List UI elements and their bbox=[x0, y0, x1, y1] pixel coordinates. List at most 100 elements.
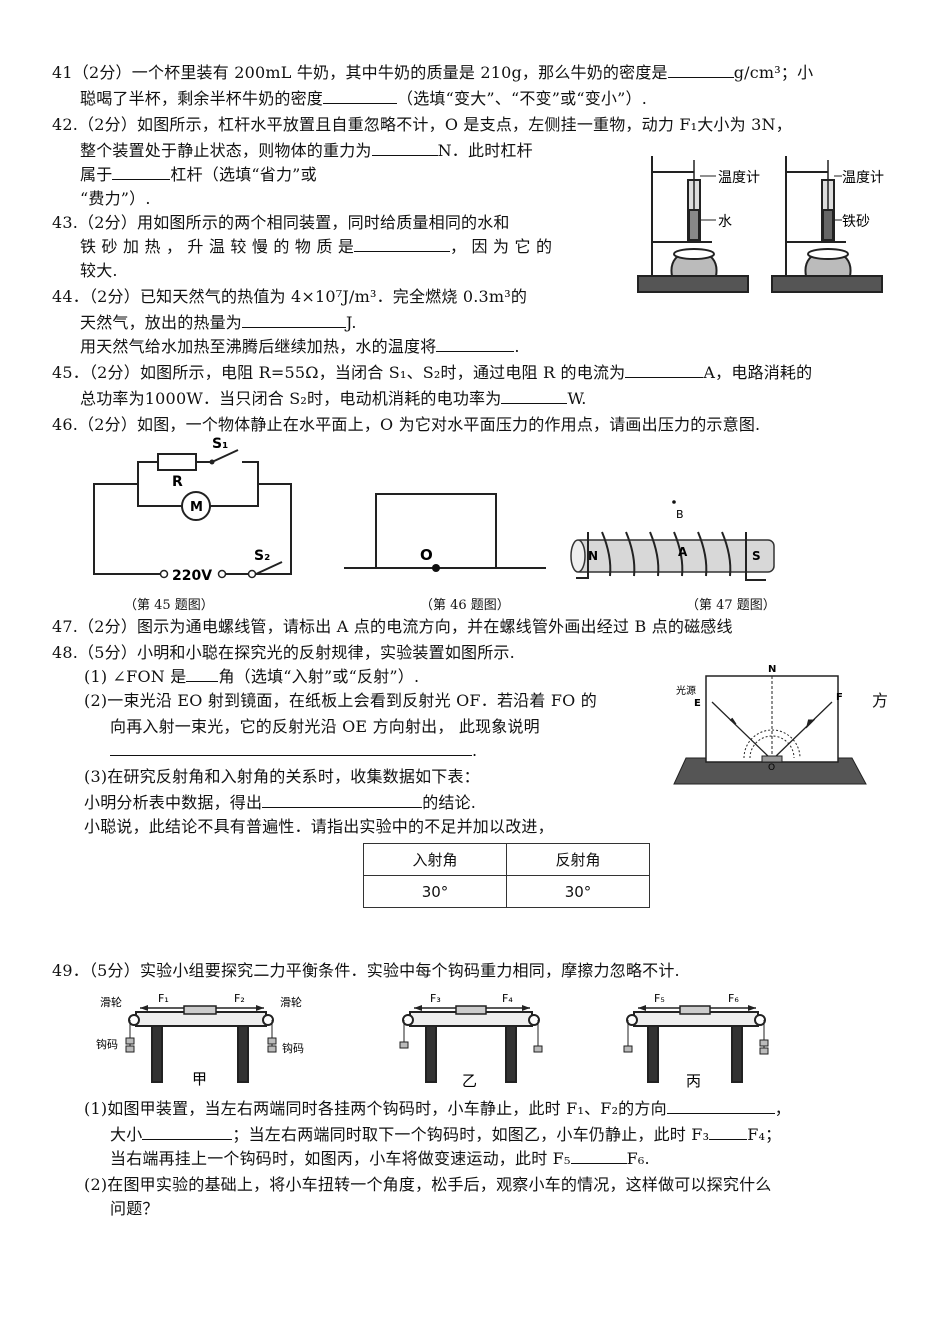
q42-blank-lever[interactable] bbox=[112, 164, 171, 180]
q48-blank-conclusion[interactable] bbox=[262, 792, 423, 808]
q43-text2: 铁 砂 加 热 ， 升 温 较 慢 的 物 质 是 bbox=[80, 237, 355, 256]
q47-line1: 47.（2分）图示为通电螺线管，请标出 A 点的电流方向，并在螺线管外画出经过 … bbox=[52, 616, 733, 638]
figure-yi-label: 乙 bbox=[462, 1072, 477, 1090]
q45-line1: 45．（2分）如图所示，电阻 R=55Ω，当闭合 S₁、S₂时，通过电阻 R 的… bbox=[52, 362, 812, 384]
q41-blank-change[interactable] bbox=[323, 88, 398, 104]
q48-text2: (1) ∠FON 是 bbox=[84, 667, 187, 686]
caption-46: （第 46 题图） bbox=[420, 598, 510, 613]
point-o-label-48: O bbox=[768, 763, 775, 773]
q48-line8: 小聪说，此结论不具有普遍性．请指出实验中的不足并加以改进， bbox=[84, 816, 554, 838]
force-f5-label: F₅ bbox=[654, 992, 665, 1005]
q43-text: 43.（2分）用如图所示的两个相同装置，同时给质量相同的水和 bbox=[52, 213, 510, 232]
q48-line3-tail: 方 bbox=[872, 690, 888, 712]
q48-text8: (3)在研究反射角和入射角的关系时，收集数据如下表： bbox=[84, 767, 480, 786]
q42-line1: 42.（2分）如图所示，杠杆水平放置且自重忽略不计，O 是支点，左侧挂一重物，动… bbox=[52, 114, 792, 136]
q49-text4: 大小 bbox=[110, 1125, 143, 1144]
q44-text2: 天然气，放出的热量为 bbox=[80, 313, 243, 332]
q49-text10: 问题？ bbox=[110, 1199, 159, 1218]
point-f-label: F bbox=[836, 692, 843, 703]
force-balance-figure-yi: F₃ F₄ 乙 bbox=[399, 992, 543, 1090]
q43-line1: 43.（2分）用如图所示的两个相同装置，同时给质量相同的水和 bbox=[52, 212, 510, 234]
q43-line3: 较大. bbox=[80, 260, 118, 282]
force-balance-figure-bing: F₅ F₆ 丙 bbox=[623, 992, 769, 1090]
q49-text8: F₆. bbox=[626, 1149, 650, 1168]
iron-sand-label: 铁砂 bbox=[842, 214, 870, 230]
q41-line1: 41（2分）一个杯里装有 200mL 牛奶，其中牛奶的质量是 210g，那么牛奶… bbox=[52, 62, 813, 84]
heating-apparatus-figure: 温度计 水 温度计 铁砂 bbox=[637, 156, 884, 293]
force-f1-label: F₁ bbox=[158, 992, 169, 1005]
q43-line2: 铁 砂 加 热 ， 升 温 较 慢 的 物 质 是， 因 为 它 的 bbox=[80, 236, 552, 258]
q48-line6: (3)在研究反射角和入射角的关系时，收集数据如下表： bbox=[84, 766, 480, 788]
q49-line5: (2)在图甲实验的基础上，将小车扭转一个角度，松手后，观察小车的情况，这样做可以… bbox=[84, 1174, 771, 1196]
q42-line4: “费力”）. bbox=[80, 188, 151, 210]
voltage-label: 220V bbox=[172, 568, 212, 584]
q41-line2: 聪喝了半杯，剩余半杯牛奶的密度（选填“变大”、“不变”或“变小”）. bbox=[80, 88, 647, 110]
q44-line3: 用天然气给水加热至沸腾后继续加热，水的温度将. bbox=[80, 336, 520, 358]
q41-blank-density[interactable] bbox=[667, 62, 734, 78]
q41-unit: g/cm³；小 bbox=[733, 63, 814, 82]
q48-text: 48.（5分）小明和小聪在探究光的反射规律，实验装置如图所示. bbox=[52, 643, 515, 662]
switch-s2-label: S₂ bbox=[254, 548, 270, 564]
q46-text: 46.（2分）如图，一个物体静止在水平面上，O 为它对水平面压力的作用点，请画出… bbox=[52, 415, 761, 434]
q49-line6: 问题？ bbox=[110, 1198, 159, 1220]
light-reflection-figure: N 光源 E F O bbox=[673, 664, 867, 785]
q48-blank-angle[interactable] bbox=[186, 666, 219, 682]
block-on-surface-figure: O bbox=[344, 493, 546, 572]
q49-blank-magnitude[interactable] bbox=[142, 1124, 233, 1140]
q49-blank-f5f6[interactable] bbox=[570, 1148, 627, 1164]
solenoid-figure: B N A S bbox=[570, 500, 775, 581]
q44-text: 44．（2分）已知天然气的热值为 4×10⁷J/m³．完全燃烧 0.3m³的 bbox=[52, 287, 528, 306]
q42-blank-weight[interactable] bbox=[371, 140, 438, 156]
thermometer-label-right: 温度计 bbox=[842, 170, 884, 186]
q45-text3: 总功率为1000W．当只闭合 S₂时，电动机消耗的电功率为 bbox=[80, 389, 502, 408]
q48-text3: 角（选填“入射”或“反射”）. bbox=[218, 667, 420, 686]
q45-text: 45．（2分）如图所示，电阻 R=55Ω，当闭合 S₁、S₂时，通过电阻 R 的… bbox=[52, 363, 626, 382]
pole-s-label: S bbox=[752, 549, 761, 563]
q42-text3: N．此时杠杆 bbox=[437, 141, 533, 160]
q43-blank-substance[interactable] bbox=[354, 236, 451, 252]
q49-blank-direction[interactable] bbox=[666, 1098, 775, 1114]
q48-line4: 向再入射一束光，它的反射光沿 OE 方向射出， 此现象说明 bbox=[110, 716, 540, 738]
q42-line3: 属于杠杆（选填“省力”或 bbox=[80, 164, 317, 186]
table-cell: 30° bbox=[363, 875, 507, 908]
q44-blank-heat[interactable] bbox=[242, 312, 347, 328]
motor-m-label: M bbox=[190, 500, 203, 515]
q48-text5: 方 bbox=[872, 691, 889, 710]
q45-blank-current[interactable] bbox=[625, 362, 704, 378]
normal-n-label: N bbox=[768, 664, 776, 675]
q48-blank-phenomenon[interactable] bbox=[110, 740, 472, 756]
light-source-label: 光源 bbox=[676, 684, 696, 697]
q49-text: 49．（5分）实验小组要探究二力平衡条件．实验中每个钩码重力相同，摩擦力忽略不计… bbox=[52, 961, 680, 980]
q45-line2: 总功率为1000W．当只闭合 S₂时，电动机消耗的电功率为 W. bbox=[80, 388, 587, 410]
force-f2-label: F₂ bbox=[234, 992, 245, 1005]
point-b-label: B bbox=[676, 508, 684, 521]
q44-blank-temp[interactable] bbox=[436, 336, 515, 352]
q48-text7: . bbox=[472, 741, 478, 760]
q46-line1: 46.（2分）如图，一个物体静止在水平面上，O 为它对水平面压力的作用点，请画出… bbox=[52, 414, 760, 436]
force-f6-label: F₆ bbox=[728, 992, 739, 1005]
water-label: 水 bbox=[718, 214, 732, 230]
q45-text4: W. bbox=[567, 389, 587, 408]
resistor-r-label: R bbox=[172, 474, 183, 490]
caption-45: （第 45 题图） bbox=[124, 598, 214, 613]
angle-data-table: 入射角 反射角 30° 30° bbox=[363, 843, 650, 908]
q44-text5: . bbox=[514, 337, 520, 356]
q44-text4: 用天然气给水加热至沸腾后继续加热，水的温度将 bbox=[80, 337, 437, 356]
pulley-label-right: 滑轮 bbox=[280, 995, 302, 1009]
table-header: 反射角 bbox=[506, 843, 650, 876]
q45-blank-power[interactable] bbox=[501, 388, 568, 404]
table-cell: 30° bbox=[506, 875, 650, 908]
q48-text10: 的结论. bbox=[422, 793, 477, 812]
q48-line7: 小明分析表中数据，得出的结论. bbox=[84, 792, 476, 814]
q48-text4: (2)一束光沿 EO 射到镜面，在纸板上会看到反射光 OF．若沿着 FO 的 bbox=[84, 691, 597, 710]
pulley-label-left: 滑轮 bbox=[100, 995, 122, 1009]
force-f3-label: F₃ bbox=[430, 992, 441, 1005]
q43-text4: 较大. bbox=[80, 261, 118, 280]
point-e-label: E bbox=[694, 698, 701, 709]
q44-text3: J. bbox=[346, 313, 357, 332]
q45-text2: A，电路消耗的 bbox=[703, 363, 813, 382]
q49-blank-f3f4[interactable] bbox=[709, 1124, 748, 1140]
